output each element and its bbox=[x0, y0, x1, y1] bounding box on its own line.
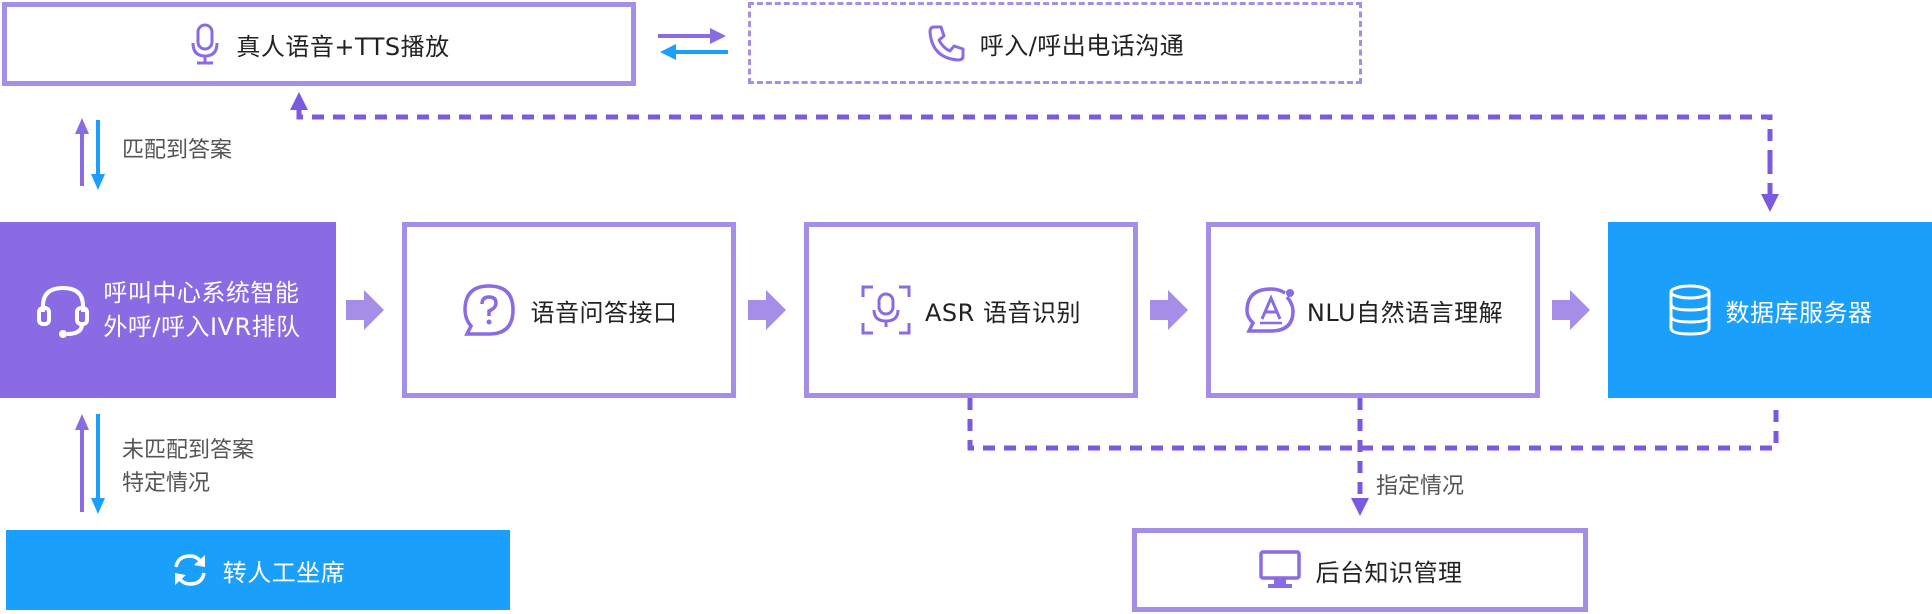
refresh-icon bbox=[171, 551, 209, 589]
headset-icon bbox=[35, 280, 91, 340]
asr-label: ASR 语音识别 bbox=[925, 298, 1081, 327]
unmatched-label-line2: 特定情况 bbox=[122, 471, 211, 496]
asr-box: ASR 语音识别 bbox=[804, 222, 1138, 398]
dashed-bottom-connector bbox=[967, 398, 1779, 498]
qa-box: 语音问答接口 bbox=[402, 222, 736, 398]
callcenter-box: 呼叫中心系统智能 外呼/呼入IVR排队 bbox=[0, 222, 336, 398]
database-icon bbox=[1668, 283, 1712, 337]
db-box: 数据库服务器 bbox=[1608, 222, 1932, 398]
flow-arrows bbox=[346, 290, 1590, 330]
unmatched-label: 未匹配到答案 特定情况 bbox=[122, 434, 254, 500]
callcenter-label-line2: 外呼/呼入IVR排队 bbox=[103, 313, 301, 341]
microphone-icon bbox=[188, 23, 222, 65]
unmatched-label-line1: 未匹配到答案 bbox=[122, 438, 255, 463]
qa-label: 语音问答接口 bbox=[530, 298, 678, 327]
call-label: 呼入/呼出电话沟通 bbox=[979, 31, 1185, 60]
matched-label: 匹配到答案 bbox=[122, 138, 233, 163]
kb-box: 后台知识管理 bbox=[1132, 528, 1588, 612]
agent-box: 转人工坐席 bbox=[6, 530, 510, 610]
dashed-loop-db-to-tts bbox=[290, 92, 1779, 212]
question-bubble-icon bbox=[461, 282, 517, 338]
tts-label: 真人语音+TTS播放 bbox=[236, 32, 450, 61]
call-box: 呼入/呼出电话沟通 bbox=[748, 2, 1362, 84]
nlu-label: NLU自然语言理解 bbox=[1306, 298, 1504, 327]
agent-label: 转人工坐席 bbox=[222, 558, 346, 587]
nlu-box: NLU自然语言理解 bbox=[1206, 222, 1540, 398]
voice-scan-icon bbox=[861, 285, 911, 335]
monitor-icon bbox=[1258, 549, 1302, 591]
tts-box: 真人语音+TTS播放 bbox=[2, 2, 636, 86]
kb-arrowhead bbox=[1351, 498, 1369, 516]
callcenter-label-line1: 呼叫中心系统智能 bbox=[103, 279, 300, 307]
kb-label: 后台知识管理 bbox=[1315, 558, 1463, 587]
phone-icon bbox=[926, 23, 966, 63]
language-bubble-icon bbox=[1243, 283, 1299, 337]
bidir-arrows-top bbox=[75, 118, 105, 190]
swap-arrows bbox=[658, 28, 728, 60]
db-label: 数据库服务器 bbox=[1725, 298, 1873, 327]
specified-label: 指定情况 bbox=[1376, 474, 1465, 499]
bidir-arrows-bottom bbox=[75, 414, 105, 514]
